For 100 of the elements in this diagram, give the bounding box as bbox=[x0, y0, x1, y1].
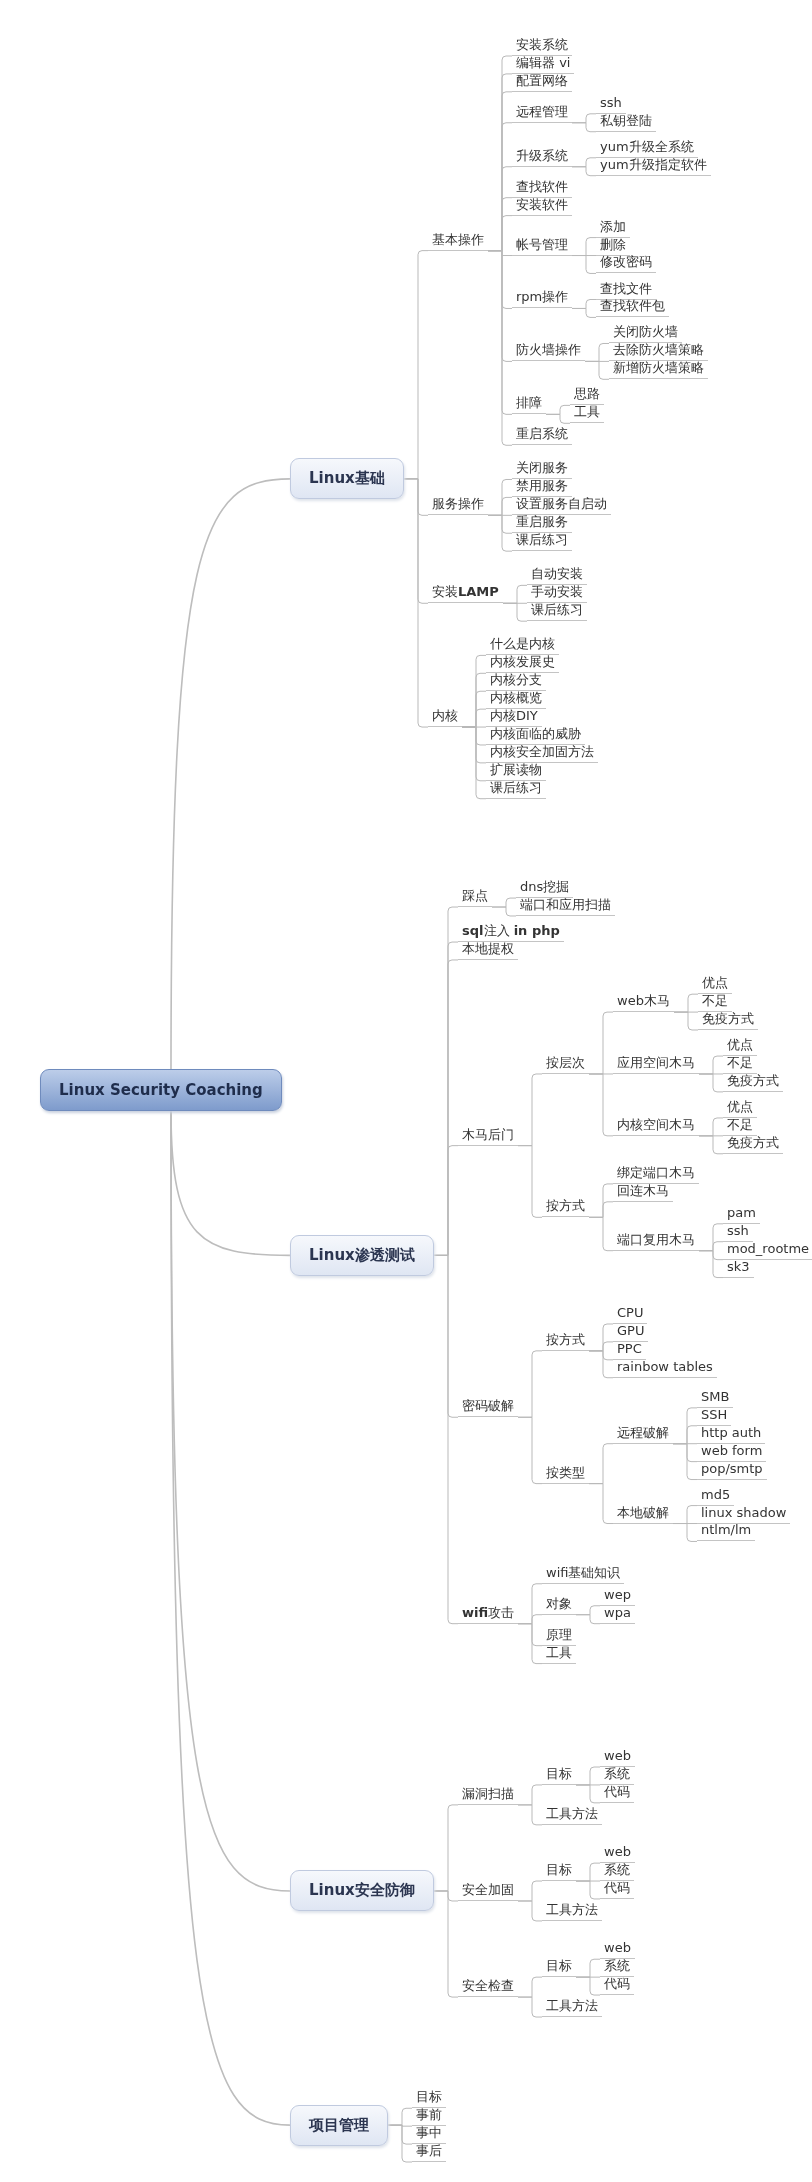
branch-label: 删除 bbox=[596, 235, 630, 256]
topic-box: 项目管理 bbox=[290, 2104, 388, 2146]
branch-label: 查找文件 bbox=[596, 279, 656, 300]
branch-label: web bbox=[600, 1843, 635, 1864]
branch-label: 手动安装 bbox=[527, 583, 587, 604]
branch-label: dns挖掘 bbox=[516, 878, 574, 899]
branch-label: 按方式 bbox=[542, 1197, 589, 1218]
branch-label: 关闭防火墙 bbox=[609, 323, 682, 344]
branch-line bbox=[517, 1804, 543, 1826]
branch-label: 基本操作 bbox=[428, 230, 488, 251]
branch-label: 内核空间木马 bbox=[613, 1115, 699, 1136]
branch-label: 内核DIY bbox=[486, 707, 542, 728]
branch-label: 扩展读物 bbox=[486, 760, 546, 781]
branch-line bbox=[575, 1976, 601, 1996]
branch-line bbox=[491, 906, 517, 917]
branch-label: 课后练习 bbox=[486, 778, 546, 799]
branch-label: sql注入 in php bbox=[458, 922, 564, 943]
branch-label: 目标 bbox=[542, 1861, 576, 1882]
branch-label: CPU bbox=[613, 1304, 648, 1324]
branch-label: 漏洞扫描 bbox=[458, 1784, 518, 1805]
branch-line bbox=[673, 1011, 699, 1031]
branch-label: 什么是内核 bbox=[486, 635, 559, 656]
branch-line bbox=[571, 307, 597, 318]
branch-label: 安装LAMP bbox=[428, 583, 503, 604]
branch-label: 优点 bbox=[723, 1036, 757, 1057]
branch-label: rpm操作 bbox=[512, 288, 573, 309]
branch-label: yum升级全系统 bbox=[596, 137, 698, 158]
branch-line bbox=[487, 514, 513, 552]
branch-label: http auth bbox=[697, 1423, 766, 1444]
branch-label: linux shadow bbox=[697, 1503, 791, 1524]
branch-label: 系统 bbox=[600, 1957, 634, 1978]
branch-label: 工具 bbox=[542, 1643, 576, 1664]
branch-line bbox=[575, 1614, 601, 1625]
branch-label: 查找软件 bbox=[512, 177, 572, 198]
branch-label: 不足 bbox=[698, 992, 732, 1013]
branch-label: 禁用服务 bbox=[512, 477, 572, 498]
branch-line bbox=[575, 1784, 601, 1804]
branch-label: GPU bbox=[613, 1321, 649, 1342]
branch-label: SSH bbox=[697, 1405, 732, 1426]
branch-line bbox=[584, 360, 610, 380]
branch-label: 远程破解 bbox=[613, 1423, 673, 1444]
branch-label: 应用空间木马 bbox=[613, 1053, 699, 1074]
branch-line bbox=[571, 255, 597, 274]
branch-label: 按层次 bbox=[542, 1053, 589, 1074]
branch-label: web form bbox=[697, 1441, 767, 1462]
branch-label: web bbox=[600, 1747, 635, 1767]
branch-label: 课后练习 bbox=[527, 601, 587, 622]
branch-line bbox=[517, 1416, 543, 1485]
branch-label: 优点 bbox=[698, 974, 732, 995]
branch-line bbox=[588, 1216, 614, 1252]
branch-label: 重启服务 bbox=[512, 513, 572, 534]
branch-line bbox=[502, 602, 528, 622]
branch-label: 帐号管理 bbox=[512, 235, 572, 256]
branch-label: 木马后门 bbox=[458, 1125, 518, 1146]
branch-label: 不足 bbox=[723, 1115, 757, 1136]
branch-label: 内核发展史 bbox=[486, 653, 559, 674]
topic-box: Linux安全防御 bbox=[290, 1870, 434, 1912]
branch-label: 服务操作 bbox=[428, 495, 488, 516]
branch-line bbox=[575, 1880, 601, 1900]
branch-label: web木马 bbox=[613, 992, 674, 1013]
branch-label: ssh bbox=[723, 1221, 753, 1242]
branch-label: 查找软件包 bbox=[596, 297, 669, 318]
branch-label: md5 bbox=[697, 1485, 735, 1506]
branch-label: 添加 bbox=[596, 217, 630, 238]
branch-label: 踩点 bbox=[458, 887, 492, 908]
branch-label: 原理 bbox=[542, 1625, 576, 1646]
branch-label: 代码 bbox=[600, 1975, 634, 1996]
branch-label: 绑定端口木马 bbox=[613, 1163, 699, 1184]
branch-line bbox=[672, 1443, 698, 1481]
branch-label: 按方式 bbox=[542, 1330, 589, 1351]
branch-label: 优点 bbox=[723, 1097, 757, 1118]
branch-label: 目标 bbox=[542, 1764, 576, 1785]
branch-label: 代码 bbox=[600, 1878, 634, 1899]
branch-label: 工具 bbox=[570, 403, 604, 424]
branch-label: 事中 bbox=[412, 2124, 446, 2145]
branch-line bbox=[698, 1073, 724, 1093]
branch-line bbox=[588, 1073, 614, 1137]
branch-label: rainbow tables bbox=[613, 1357, 717, 1378]
branch-label: 内核 bbox=[428, 707, 462, 728]
branch-label: 新增防火墙策略 bbox=[609, 359, 708, 380]
branch-label: 安全检查 bbox=[458, 1977, 518, 1998]
branch-label: 端口和应用扫描 bbox=[516, 896, 615, 916]
branch-label: 系统 bbox=[600, 1861, 634, 1882]
branch-line bbox=[461, 726, 487, 800]
branch-line bbox=[517, 1900, 543, 1922]
branch-label: 本地提权 bbox=[458, 939, 518, 960]
branch-label: 对象 bbox=[542, 1594, 576, 1615]
branch-label: 免疫方式 bbox=[698, 1010, 758, 1030]
branch-label: pop/smtp bbox=[697, 1459, 767, 1480]
branch-label: SMB bbox=[697, 1387, 734, 1408]
branch-line bbox=[517, 1996, 543, 2018]
branch-label: 思路 bbox=[570, 385, 604, 406]
branch-label: mod_rootme bbox=[723, 1239, 812, 1260]
branch-label: 本地破解 bbox=[613, 1503, 673, 1524]
branch-label: 自动安装 bbox=[527, 565, 587, 586]
branch-line bbox=[571, 166, 597, 177]
branch-label: 目标 bbox=[412, 2088, 446, 2109]
branch-label: wifi基础知识 bbox=[542, 1563, 625, 1584]
topic-box: Linux渗透测试 bbox=[290, 1234, 434, 1276]
branch-label: 安装系统 bbox=[512, 36, 572, 56]
